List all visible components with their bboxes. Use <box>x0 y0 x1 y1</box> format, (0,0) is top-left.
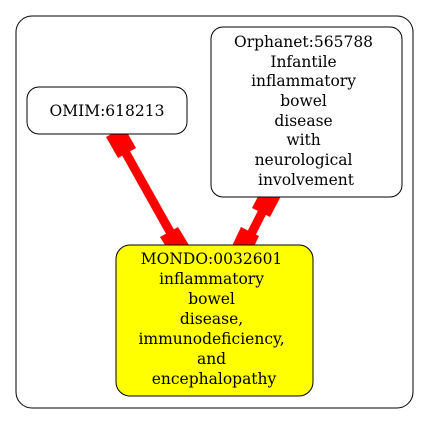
node-label-line: disease <box>274 112 332 130</box>
node-orphanet-565788-label: Orphanet:565788 Infantile inflammatory b… <box>234 33 378 189</box>
node-omim-618213-label: OMIM:618213 <box>50 102 165 120</box>
edge-tail-box <box>106 127 136 158</box>
node-orphanet-565788-box <box>210 26 403 198</box>
node-orphanet-565788[interactable]: Orphanet:565788 Infantile inflammatory b… <box>210 26 403 198</box>
node-label-line: Infantile <box>270 53 336 71</box>
node-label-line: bowel <box>188 290 235 308</box>
node-mondo-0032601-box <box>115 244 314 397</box>
edge-line <box>114 136 182 249</box>
node-label-line: and <box>197 350 226 368</box>
node-omim-618213[interactable]: OMIM:618213 <box>26 86 188 135</box>
node-label-line: OMIM:618213 <box>50 102 165 120</box>
node-omim-618213-box <box>26 86 188 135</box>
node-label-line: neurological <box>255 151 353 169</box>
node-label-line: inflammatory <box>251 72 356 90</box>
node-label-line: involvement <box>258 171 355 189</box>
node-mondo-0032601-label: MONDO:0032601 inflammatory bowel disease… <box>138 250 289 388</box>
node-label-line: encephalopathy <box>152 370 277 388</box>
node-label-line: bowel <box>280 92 327 110</box>
node-label-line: Orphanet:565788 <box>234 33 373 51</box>
node-label-line: disease, <box>180 310 243 328</box>
node-label-line: with <box>286 131 320 149</box>
node-label-line: MONDO:0032601 <box>141 250 283 268</box>
node-mondo-0032601[interactable]: MONDO:0032601 inflammatory bowel disease… <box>115 244 314 397</box>
node-label-line: inflammatory <box>159 270 264 288</box>
node-label-line: immunodeficiency, <box>138 330 284 348</box>
